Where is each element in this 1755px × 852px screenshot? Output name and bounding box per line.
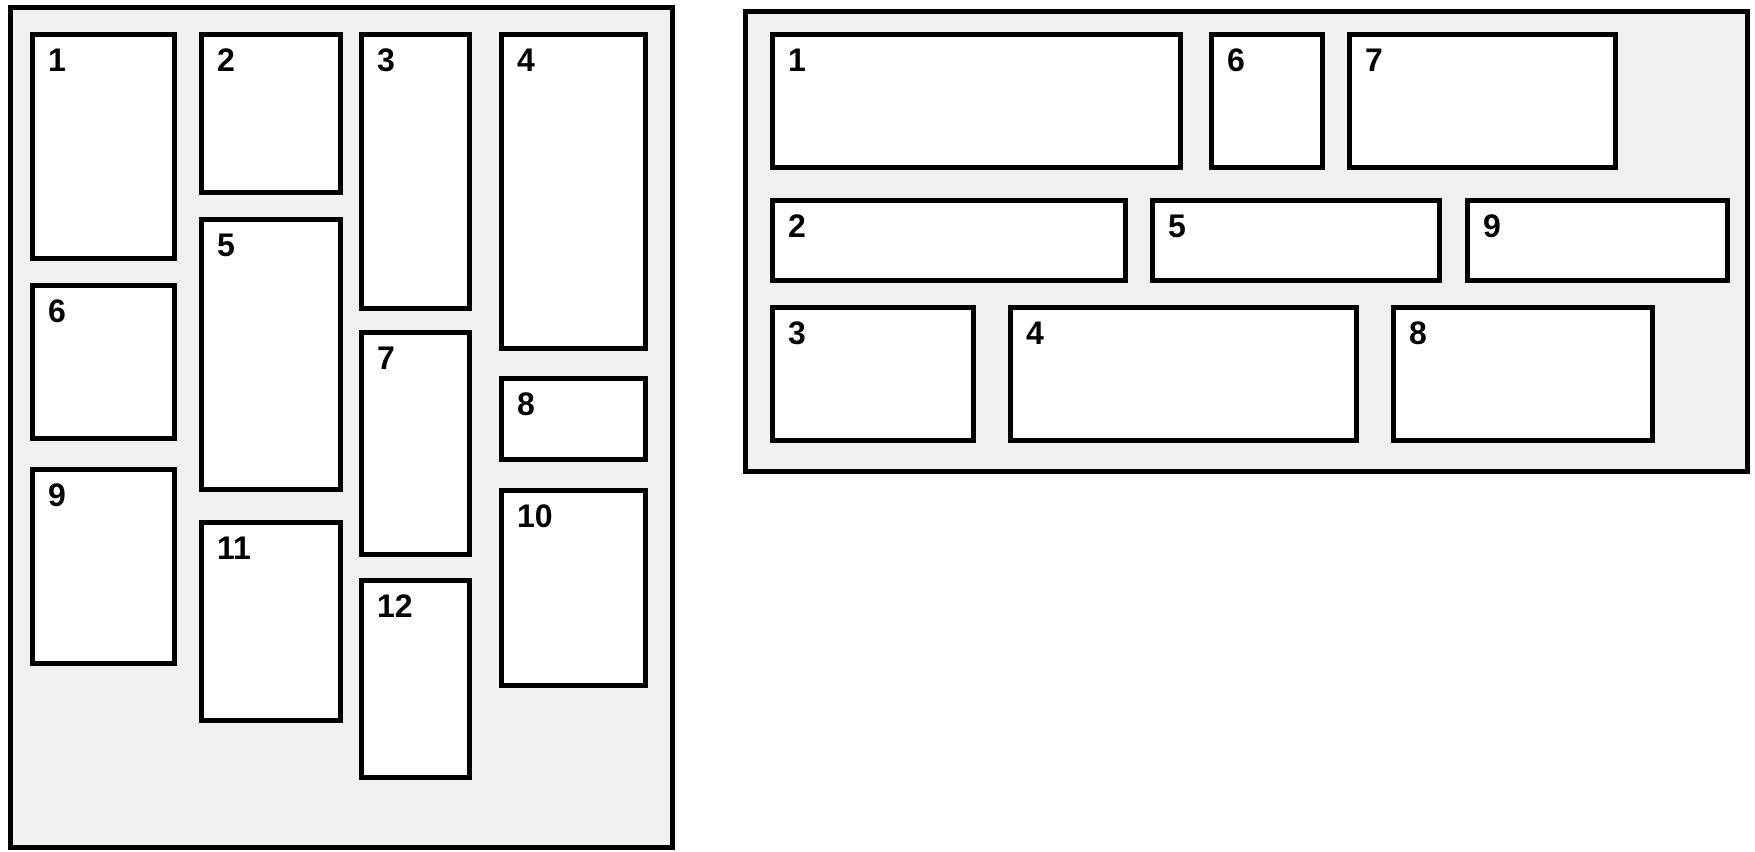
- masonry-tile-1: 1: [770, 32, 1183, 170]
- masonry-tile-6: 6: [30, 283, 177, 441]
- masonry-tile-9: 9: [1465, 198, 1730, 283]
- tile-label: 9: [1483, 208, 1501, 244]
- masonry-rows-panel: 1 6 7 2 5 9 3 4 8: [743, 9, 1750, 474]
- masonry-tile-4: 4: [499, 32, 648, 351]
- masonry-tile-2: 2: [770, 198, 1128, 283]
- masonry-tile-8: 8: [499, 376, 648, 462]
- masonry-tile-9: 9: [30, 467, 177, 666]
- tile-label: 4: [1026, 315, 1044, 351]
- masonry-tile-5: 5: [199, 217, 343, 492]
- tile-label: 1: [48, 42, 66, 78]
- tile-label: 5: [1168, 208, 1186, 244]
- tile-label: 10: [517, 498, 553, 534]
- masonry-tile-5: 5: [1150, 198, 1442, 283]
- masonry-tile-3: 3: [770, 305, 976, 443]
- tile-label: 2: [217, 42, 235, 78]
- masonry-tile-3: 3: [359, 32, 472, 311]
- tile-label: 1: [788, 42, 806, 78]
- tile-label: 7: [1365, 42, 1383, 78]
- masonry-tile-10: 10: [499, 488, 648, 688]
- tile-label: 12: [377, 588, 413, 624]
- masonry-tile-7: 7: [359, 330, 472, 557]
- masonry-tile-1: 1: [30, 32, 177, 261]
- masonry-tile-4: 4: [1008, 305, 1359, 443]
- tile-label: 3: [377, 42, 395, 78]
- masonry-tile-6: 6: [1209, 32, 1325, 170]
- masonry-tile-11: 11: [199, 520, 343, 723]
- tile-label: 5: [217, 227, 235, 263]
- masonry-tile-8: 8: [1391, 305, 1655, 443]
- masonry-tile-2: 2: [199, 32, 343, 195]
- tile-label: 4: [517, 42, 535, 78]
- tile-label: 11: [217, 530, 251, 566]
- tile-label: 6: [1227, 42, 1245, 78]
- tile-label: 8: [1409, 315, 1427, 351]
- tile-label: 9: [48, 477, 66, 513]
- masonry-tile-12: 12: [359, 578, 472, 780]
- tile-label: 7: [377, 340, 395, 376]
- tile-label: 3: [788, 315, 806, 351]
- masonry-tile-7: 7: [1347, 32, 1618, 170]
- tile-label: 2: [788, 208, 806, 244]
- tile-label: 8: [517, 386, 535, 422]
- tile-label: 6: [48, 293, 66, 329]
